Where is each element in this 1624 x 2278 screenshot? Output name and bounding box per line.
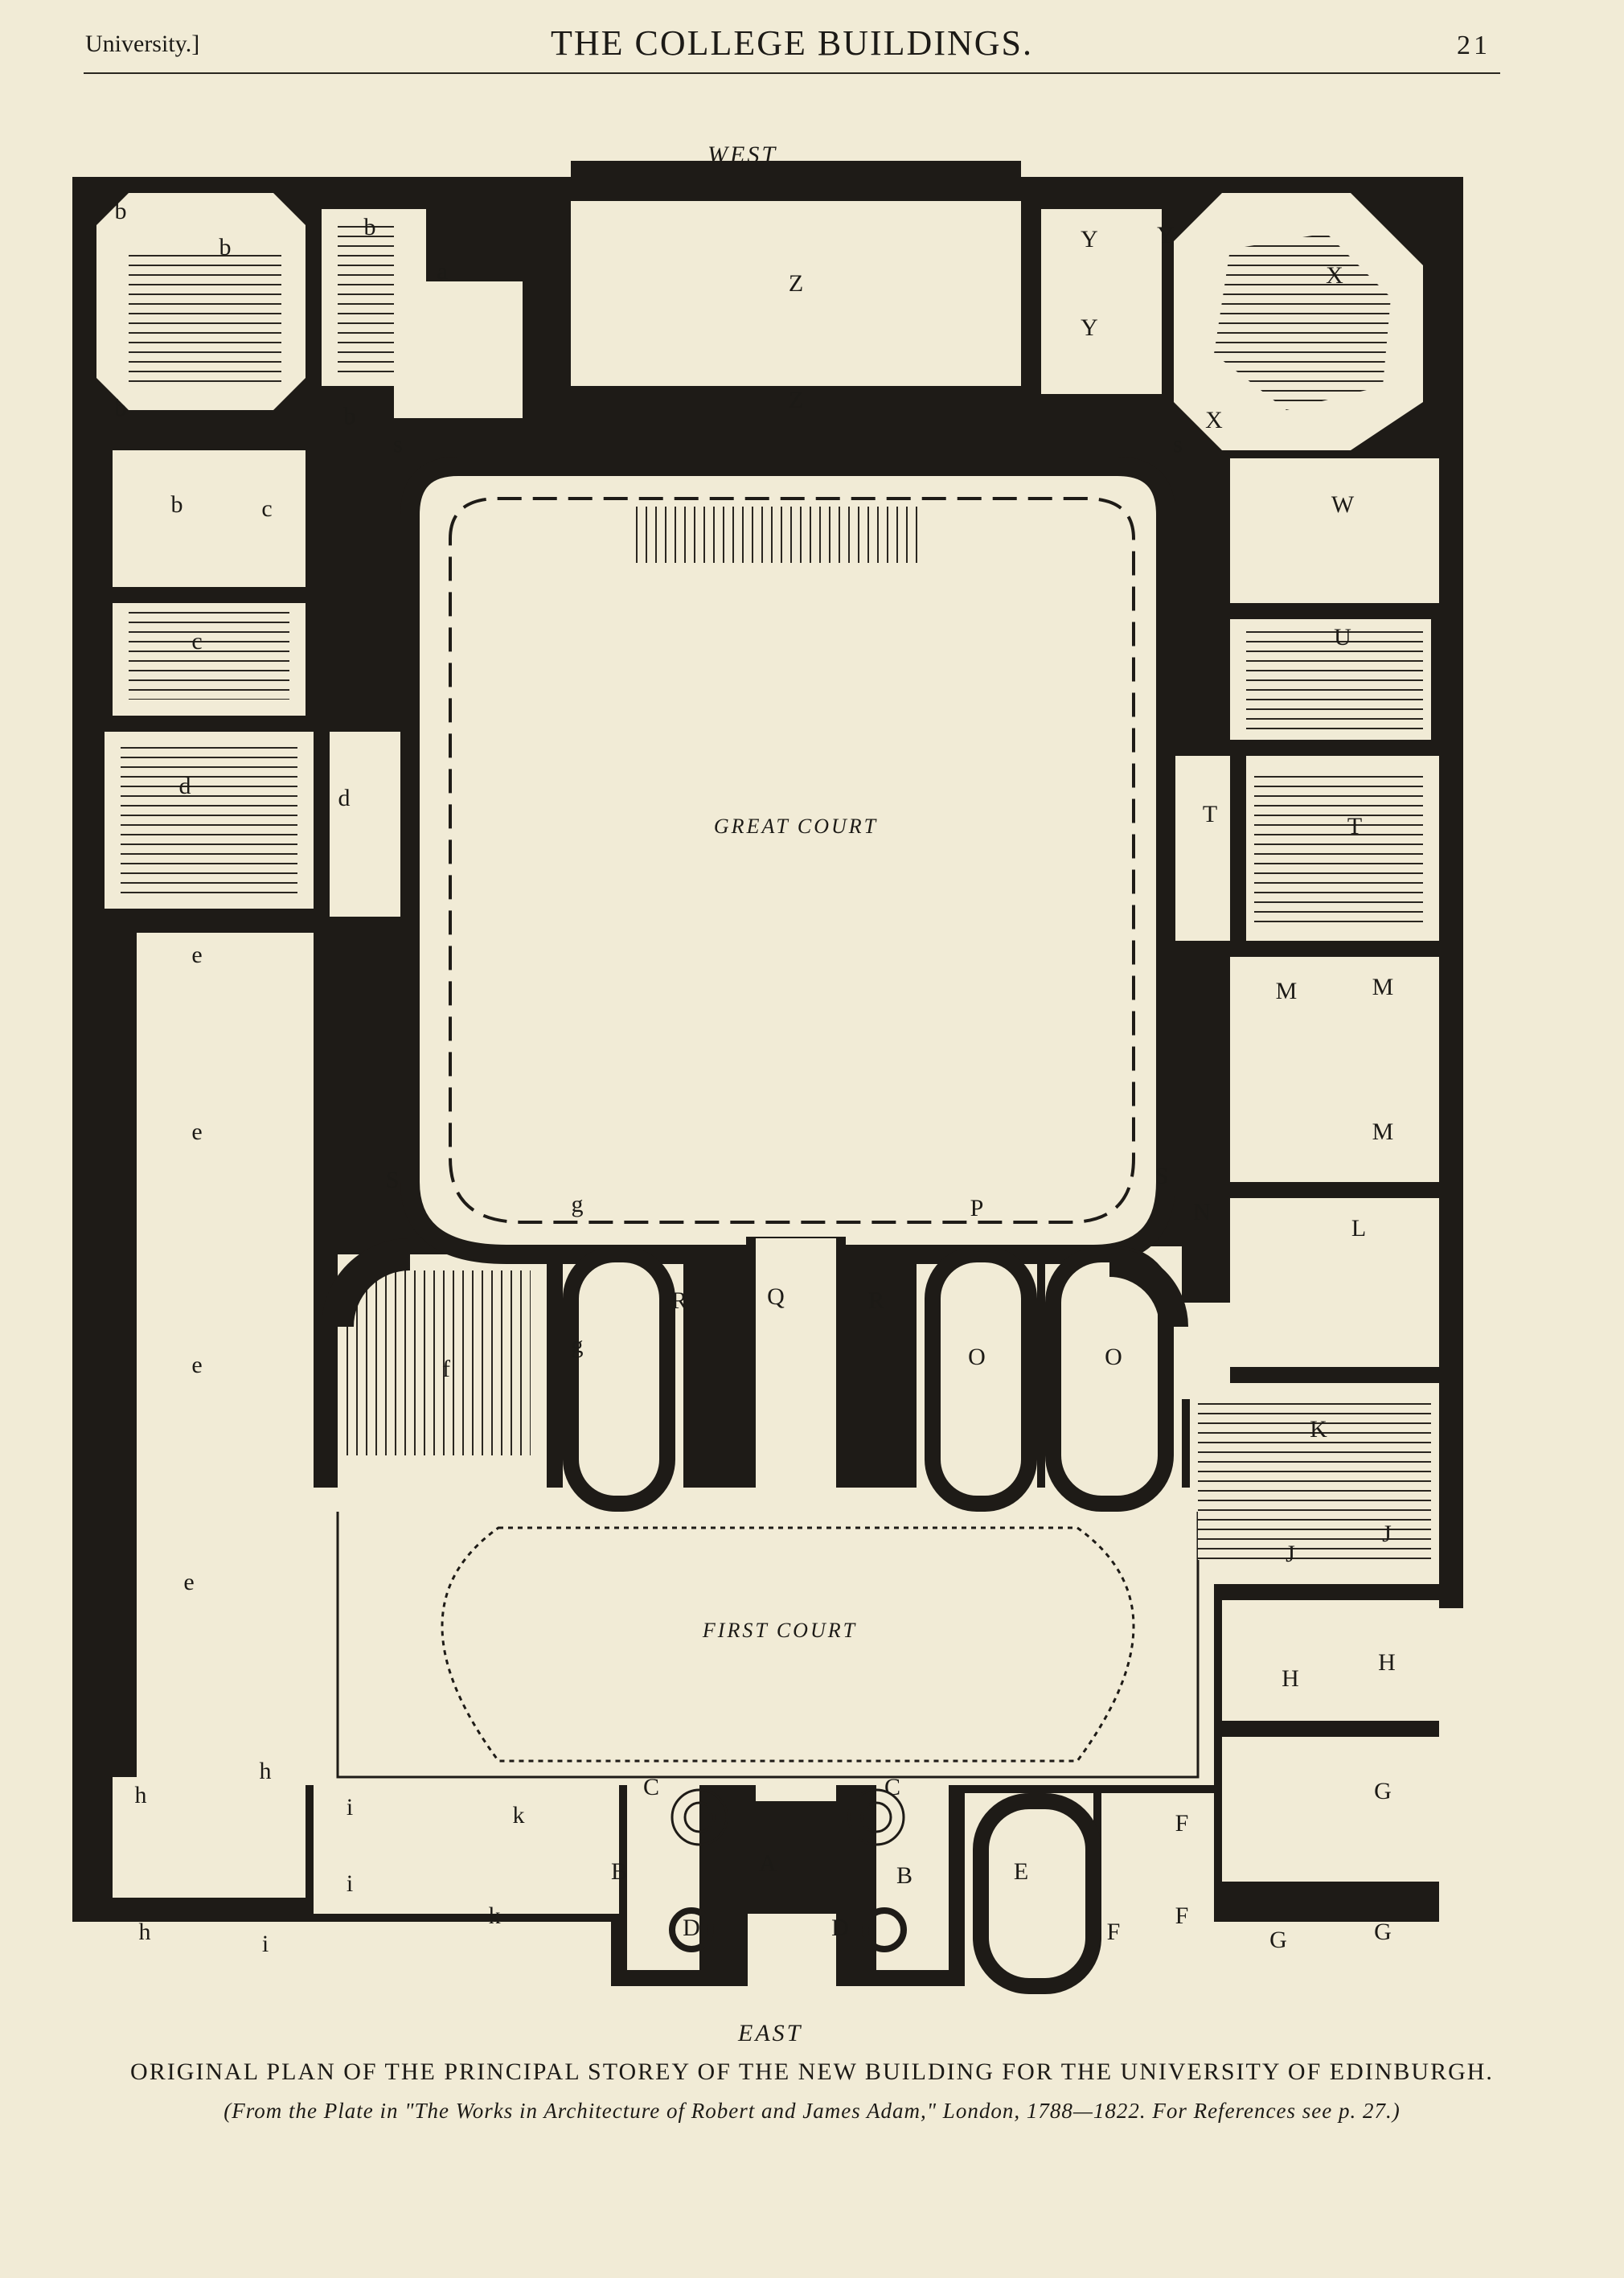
room-label-f: f (442, 1356, 450, 1382)
room-label-k: k (489, 1902, 501, 1929)
room-label-g: g (572, 1332, 584, 1358)
room-label-h: H (1282, 1665, 1299, 1692)
room-label-y: Y (1157, 222, 1175, 248)
room-label-h: h (135, 1782, 147, 1808)
room-label-j: J (1382, 1521, 1392, 1547)
room-label-o: O (1105, 1344, 1122, 1370)
room-label-b: b (115, 198, 127, 224)
page-number: 21 (1457, 31, 1491, 60)
figure-caption: ORIGINAL PLAN OF THE PRINCIPAL STOREY OF… (130, 2058, 1494, 2085)
floor-plan: b b b b b a Z Z Y Y Y X X s s W b c c U … (72, 145, 1503, 2018)
room-label-k: k (513, 1802, 525, 1829)
room-label-b: b (344, 403, 356, 429)
room-label-m: M (1372, 974, 1394, 1000)
room-label-h: h (260, 1758, 272, 1784)
room-labels: b b b b b a Z Z Y Y Y X X s s W b c c U … (115, 198, 1396, 1957)
room-label-d: D (683, 1915, 700, 1941)
room-label-s: s (393, 431, 403, 458)
room-label-x: X (1326, 262, 1343, 289)
room-label-f: F (1175, 1902, 1189, 1929)
room-label-c: c (191, 628, 202, 655)
room-label-y: Y (1081, 226, 1098, 252)
room-label-s: S (386, 1167, 400, 1193)
room-label-b: b (115, 395, 127, 421)
room-label-c: C (643, 1774, 659, 1800)
room-label-b: B (896, 1862, 912, 1889)
room-label-l: L (1351, 1215, 1366, 1242)
room-label-w: W (1331, 491, 1355, 518)
room-label-g: G (1374, 1919, 1392, 1945)
room-label-i: i (347, 1794, 353, 1820)
running-title: THE COLLEGE BUILDINGS. (550, 23, 1034, 63)
room-label-i: i (347, 1870, 353, 1897)
room-label-c: c (261, 495, 272, 522)
room-label-s: s (1173, 431, 1183, 458)
room-label-b: b (219, 234, 232, 261)
room-label-y: Y (1081, 314, 1098, 341)
room-label-k: K (1310, 1416, 1327, 1443)
room-label-o: O (968, 1344, 986, 1370)
room-label-r: R (868, 1287, 884, 1314)
room-label-e: e (191, 1118, 202, 1145)
floor-plan-drawing: b b b b b a Z Z Y Y Y X X s s W b c c U … (72, 161, 1463, 1994)
room-label-e: e (183, 1569, 194, 1595)
room-label-f: F (1175, 1810, 1189, 1837)
room-label-u: U (1334, 624, 1351, 651)
room-label-h: H (1378, 1649, 1396, 1676)
running-head-left: University.] (85, 31, 200, 57)
room-label-b: B (611, 1858, 627, 1885)
room-label-e: e (191, 942, 202, 968)
room-label-s: S (1155, 1163, 1169, 1189)
room-label-d: D (831, 1915, 849, 1941)
stair-hatching (121, 225, 1431, 1560)
room-label-c: C (884, 1774, 900, 1800)
room-label-d: d (179, 773, 191, 799)
room-label-b: b (171, 491, 183, 518)
room-label-d: d (338, 785, 351, 811)
room-label-g: g (572, 1191, 584, 1217)
room-label-n: N (1193, 1199, 1211, 1225)
room-label-p: P (970, 1195, 984, 1221)
page-header: University.] THE COLLEGE BUILDINGS. 21 (84, 23, 1500, 74)
room-label-m: M (1276, 978, 1298, 1004)
room-label-i: i (262, 1931, 269, 1957)
great-court (400, 457, 1175, 1264)
room-label-g: G (1374, 1778, 1392, 1804)
compass-east: EAST (738, 2020, 803, 2046)
room-label-r: R (671, 1287, 687, 1314)
room-label-f: F (1107, 1919, 1121, 1945)
room-label-z: Z (789, 387, 803, 413)
room-label-t: T (1347, 813, 1362, 839)
room-label-z: Z (789, 270, 803, 297)
room-label-e: e (191, 1352, 202, 1378)
room-label-e: E (1014, 1858, 1028, 1885)
figure-source-note: (From the Plate in "The Works in Archite… (224, 2099, 1400, 2123)
room-label-g: G (1269, 1927, 1287, 1953)
room-label-x: X (1205, 407, 1223, 433)
room-label-q: Q (767, 1283, 785, 1310)
great-court-label: GREAT COURT (714, 815, 878, 838)
room-label-j: J (1286, 1541, 1295, 1567)
room-label-a: A (759, 1850, 777, 1877)
room-label-m: M (1372, 1118, 1394, 1145)
room-label-h: h (139, 1919, 151, 1945)
room-label-b: b (364, 214, 376, 240)
first-court-oval (441, 1526, 1135, 1763)
first-court-label: FIRST COURT (702, 1619, 857, 1642)
room-label-t: T (1203, 801, 1217, 827)
room-label-a: a (437, 258, 447, 285)
